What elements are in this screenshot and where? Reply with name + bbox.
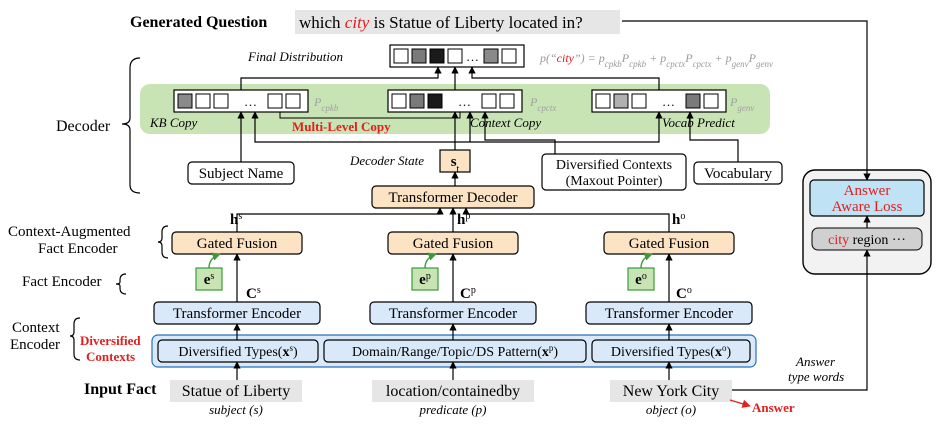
- h-s-symbol: hs: [230, 211, 242, 229]
- probability-formula: p(“city”) = pcpkbPcpkb + pcpctxPcpctx + …: [539, 51, 773, 69]
- answer-label: Answer: [752, 400, 795, 415]
- gated-fusion-subject-label: Gated Fusion: [197, 236, 278, 252]
- generated-question-label: Generated Question: [130, 14, 267, 31]
- final-distribution-bar: [389, 44, 525, 68]
- bars-to-final-arrows: [240, 66, 660, 90]
- object-entity: New York City: [623, 383, 719, 400]
- kb-copy-ellipsis: …: [244, 94, 257, 109]
- decoder-brace: [121, 57, 141, 194]
- subject-role: subject (s): [209, 402, 263, 417]
- kb-copy-label: KB Copy: [149, 115, 198, 130]
- answer-aware-loss-label-1: Answer: [844, 183, 891, 199]
- kb-copy-bar: [173, 89, 309, 113]
- answer-type-label-1: Answer: [795, 354, 836, 369]
- h-p-symbol: hp: [457, 211, 470, 229]
- input-fact-label: Input Fact: [84, 381, 157, 398]
- c-p-symbol: Cp: [460, 285, 476, 303]
- fact-embedding-arrows: [208, 252, 653, 269]
- answer-aware-loss-label-2: Aware Loss: [832, 199, 903, 215]
- multi-level-copy-label: Multi-Level Copy: [292, 119, 391, 134]
- question-background: [295, 10, 620, 34]
- subject-name-label: Subject Name: [199, 166, 284, 182]
- maxout-pointer-label: (Maxout Pointer): [566, 174, 663, 189]
- e-o-symbol: eo: [635, 271, 647, 289]
- generated-question-text: which city is Statue of Liberty located …: [299, 13, 583, 32]
- context-copy-label: Context Copy: [470, 115, 541, 130]
- transformer-encoder-predicate-label: Transformer Encoder: [389, 306, 517, 322]
- answer-type-label-2: type words: [788, 369, 844, 384]
- diversified-contexts-label: Diversified Contexts: [556, 158, 672, 173]
- diversified-types-subject-label: Diversified Types(xs): [178, 343, 298, 360]
- decoder-state-label: Decoder State: [349, 153, 424, 168]
- subject-background: [170, 380, 302, 402]
- predicate-background: [372, 380, 534, 402]
- decoder-label: Decoder: [56, 118, 111, 135]
- diversified-types-object-label: Diversified Types(xo): [611, 343, 732, 360]
- decoder-input-arrows: [237, 111, 739, 186]
- vocab-predict-label: Vocab Predict: [662, 115, 735, 130]
- gated-fusion-predicate-label: Gated Fusion: [413, 236, 494, 252]
- final-distribution-label: Final Distribution: [247, 49, 343, 64]
- decoder-state-symbol: st: [451, 154, 460, 175]
- e-s-symbol: es: [204, 271, 215, 289]
- vocab-predict-bar: [591, 89, 727, 113]
- subject-entity: Statue of Liberty: [182, 383, 290, 400]
- final-distribution-ellipsis: …: [466, 49, 479, 64]
- context-copy-bar: [387, 89, 523, 113]
- vocabulary-label: Vocabulary: [704, 166, 773, 182]
- e-p-symbol: ep: [419, 271, 431, 289]
- p-cpctx-label: Pcpctx: [529, 95, 556, 113]
- p-cpkb-label: Pcpkb: [313, 95, 339, 113]
- context-encoder-label-2: Encoder: [10, 337, 60, 353]
- diversified-contexts-red-1: Diversified: [80, 333, 141, 348]
- transformer-encoder-subject-label: Transformer Encoder: [173, 306, 301, 322]
- diversified-contexts-box: [541, 153, 687, 191]
- p-genv-label: Pgenv: [729, 95, 754, 113]
- object-background: [610, 380, 732, 402]
- c-o-symbol: Co: [676, 285, 692, 303]
- gated-fusion-object-label: Gated Fusion: [629, 236, 710, 252]
- h-o-symbol: ho: [672, 211, 685, 229]
- context-augmented-label-1: Context-Augmented: [8, 224, 131, 240]
- predicate-role: predicate (p): [418, 402, 486, 417]
- context-encoder-brace: [69, 317, 81, 361]
- c-s-symbol: Cs: [246, 285, 261, 303]
- context-copy-ellipsis: …: [458, 94, 471, 109]
- encoder-arrows: [233, 207, 673, 380]
- context-augmented-brace: [157, 225, 169, 259]
- context-augmented-label-2: Fact Encoder: [38, 241, 118, 257]
- object-role: object (o): [646, 402, 696, 417]
- diversified-contexts-red-2: Contexts: [86, 349, 135, 364]
- context-encoder-label-1: Context: [12, 320, 60, 336]
- loss-arrows: [622, 20, 871, 391]
- transformer-decoder-label: Transformer Decoder: [389, 190, 518, 206]
- transformer-encoder-object-label: Transformer Encoder: [605, 306, 733, 322]
- pattern-label: Domain/Range/Topic/DS Pattern(xp): [352, 343, 558, 360]
- answer-arrow: [729, 399, 751, 408]
- fact-encoder-label: Fact Encoder: [22, 274, 102, 290]
- vocab-predict-ellipsis: …: [662, 94, 675, 109]
- multi-level-copy-bracket: [279, 112, 461, 119]
- fact-encoder-brace: [115, 273, 127, 295]
- answer-type-words: city region ···: [828, 233, 906, 248]
- predicate-relation: location/containedby: [386, 383, 520, 400]
